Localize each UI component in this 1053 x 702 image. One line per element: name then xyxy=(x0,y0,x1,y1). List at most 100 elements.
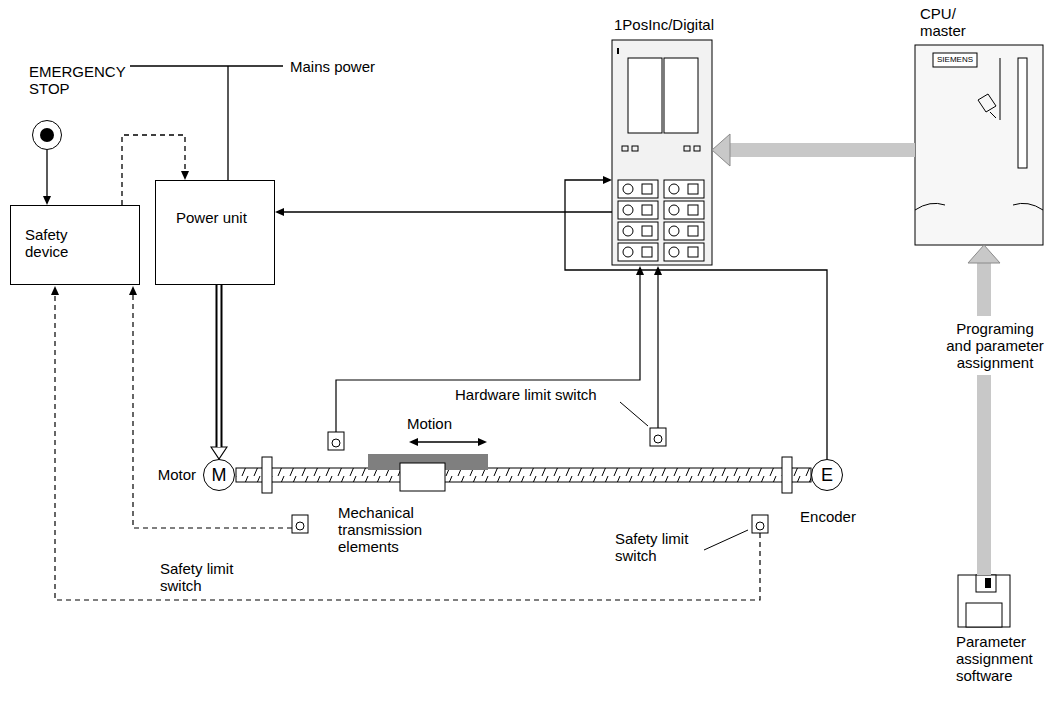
part-label: Safety limit switch xyxy=(615,530,700,564)
terminal-block xyxy=(618,222,658,240)
terminal-opening xyxy=(688,184,698,194)
terminal-opening xyxy=(688,205,698,215)
leader-line xyxy=(704,530,748,550)
cable-inner xyxy=(218,285,221,447)
terminal-block xyxy=(664,222,704,240)
brand-label: SIEMENS xyxy=(933,55,977,65)
module-housing xyxy=(612,40,712,265)
terminal-block xyxy=(618,243,658,261)
connector xyxy=(284,211,612,212)
cpu-housing xyxy=(915,45,1043,245)
terminal-screw xyxy=(669,184,679,194)
safety-wire xyxy=(55,295,760,600)
terminal-block xyxy=(618,180,658,198)
emergency-stop-button: EMERGENCY STOP xyxy=(32,120,62,150)
module-led xyxy=(622,146,628,151)
cpu-card-slot xyxy=(1018,58,1027,168)
hardware-limit-switch xyxy=(328,432,344,450)
connector-label: Programing and parameter assignment xyxy=(945,316,1045,375)
connector xyxy=(46,150,47,196)
emergency-knob xyxy=(40,128,54,142)
node-label: Encoder xyxy=(793,508,863,525)
switch-body xyxy=(328,432,344,450)
leader-line xyxy=(620,402,648,426)
module-led xyxy=(694,146,700,151)
connector xyxy=(565,180,827,459)
node-label: 1PosInc/Digital xyxy=(614,16,754,33)
switch-roller xyxy=(296,522,304,530)
cpu-cover-edge xyxy=(915,203,1043,210)
terminal-opening xyxy=(642,205,652,215)
diskette-window xyxy=(985,578,991,588)
module-led xyxy=(632,146,638,151)
terminal-screw xyxy=(623,205,633,215)
node-label: Safety device xyxy=(25,226,95,260)
safety-device-box: Safety device xyxy=(10,205,140,285)
module-panel xyxy=(664,58,698,133)
cpu-logo-plate xyxy=(933,53,977,67)
module-led xyxy=(684,146,690,151)
power-unit-box: Power unit xyxy=(155,180,275,285)
connector xyxy=(730,143,915,157)
cpu-master: CPU/ master xyxy=(915,45,1043,245)
part-label: Hardware limit switch xyxy=(455,386,625,403)
safety-limit-switch xyxy=(292,515,308,533)
node-label: Motor xyxy=(136,466,196,483)
terminal-opening xyxy=(642,226,652,236)
spindle-nut xyxy=(400,463,445,491)
mains-line xyxy=(130,66,283,180)
module-mark xyxy=(617,48,619,54)
switch-roller xyxy=(654,435,662,443)
terminal-opening xyxy=(688,226,698,236)
terminal-block xyxy=(664,201,704,219)
encoder-symbol: EEncoder xyxy=(811,459,843,491)
cpu-device xyxy=(915,45,1043,245)
connector xyxy=(216,285,223,447)
safety-wire xyxy=(133,295,292,528)
terminal-block xyxy=(618,201,658,219)
cpu-slot xyxy=(1000,58,1001,120)
switch-body xyxy=(292,515,308,533)
module-panel xyxy=(628,58,662,133)
terminal-opening xyxy=(688,247,698,257)
node-label: CPU/ master xyxy=(920,5,980,39)
switch-wire xyxy=(336,275,640,432)
positioning-module: 1PosInc/Digital xyxy=(612,40,712,265)
connector xyxy=(977,263,991,575)
part-label: Safety limit switch xyxy=(160,560,245,594)
motion-arrow xyxy=(418,441,478,442)
bearing-flange xyxy=(262,457,272,493)
diskette xyxy=(958,575,1010,627)
part-label: Mechanical transmission elements xyxy=(338,504,438,555)
terminal-opening xyxy=(642,247,652,257)
positioning-module xyxy=(612,40,712,265)
terminal-block xyxy=(664,180,704,198)
node-label: Parameter assignment software xyxy=(956,633,1051,684)
terminal-screw xyxy=(669,205,679,215)
terminal-block xyxy=(664,243,704,261)
terminal-screw xyxy=(669,247,679,257)
switch-wire xyxy=(657,275,658,428)
part-label: Mains power xyxy=(290,58,390,75)
switch-roller xyxy=(332,439,340,447)
safety-limit-switch xyxy=(752,515,768,533)
hardware-limit-switch xyxy=(650,428,666,446)
motor-symbol: MotorM xyxy=(203,459,235,491)
bearing-flange xyxy=(782,457,792,493)
terminal-screw xyxy=(623,184,633,194)
switch-body xyxy=(650,428,666,446)
symbol-letter: E xyxy=(812,460,842,490)
symbol-letter: M xyxy=(204,460,234,490)
node-label: Power unit xyxy=(176,209,247,226)
terminal-screw xyxy=(669,226,679,236)
diskette-body xyxy=(958,575,1010,627)
spindle-shaft xyxy=(236,468,811,482)
parameter-software-diskette: Parameter assignment software xyxy=(958,575,1010,627)
terminal-screw xyxy=(623,247,633,257)
switch-body xyxy=(752,515,768,533)
diskette-label-area xyxy=(966,603,1002,627)
cpu-card-icon xyxy=(978,94,996,118)
